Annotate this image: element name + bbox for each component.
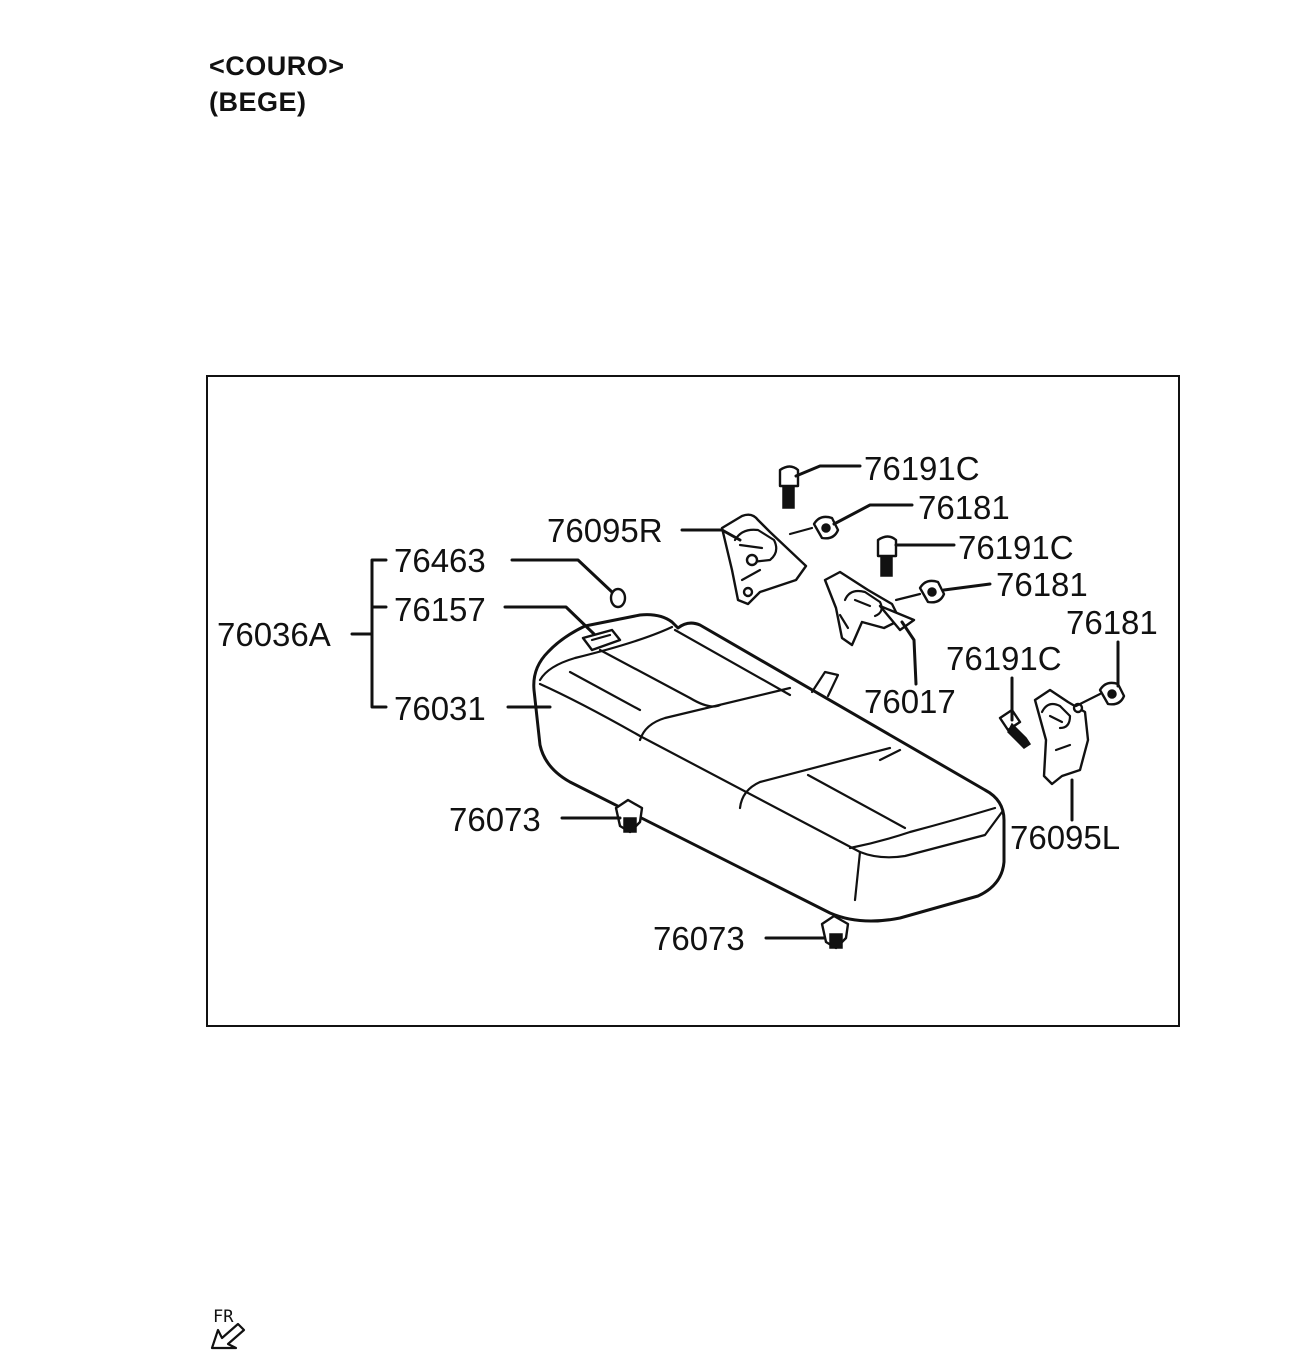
clip-76073-b-icon [820,914,850,950]
part-label-76191C-c: 76191C [946,640,1062,677]
pin-76463-icon [609,587,627,609]
part-label-76031: 76031 [394,690,486,727]
part-label-76095L: 76095L [1010,819,1120,856]
part-label-76181-a: 76181 [918,489,1010,526]
part-label-76181-b: 76181 [996,566,1088,603]
part-label-76017: 76017 [864,683,956,720]
bracket-76095L-icon [1033,688,1090,786]
part-label-76191C-b: 76191C [958,529,1074,566]
bracket-76095R-icon [720,513,808,606]
color-heading: (BEGE) [209,87,307,117]
bolt-76191C-a-icon [778,465,800,509]
clip-76073-a-icon [614,798,644,834]
diagram-frame [206,375,1180,1027]
bolt-76191C-b-icon [876,535,898,577]
part-label-76463: 76463 [394,542,486,579]
nut-76181-a-icon [812,515,840,540]
nut-76181-c-icon [1098,681,1126,706]
bracket-76017-icon [823,570,916,647]
nut-76181-b-icon [918,579,946,604]
front-direction-arrow-icon [210,1322,246,1350]
part-label-76191C-a: 76191C [864,450,980,487]
leader-lines [350,464,1120,940]
part-label-76181-c: 76181 [1066,604,1158,641]
seat-cushion-illustration [532,613,1006,923]
part-label-76036A: 76036A [217,616,331,653]
front-direction-label: FR [213,1307,234,1327]
bolt-76191C-c-icon [998,708,1032,749]
part-label-76095R: 76095R [547,512,663,549]
part-label-76073-b: 76073 [653,920,745,957]
part-label-76073-a: 76073 [449,801,541,838]
part-label-76157: 76157 [394,591,486,628]
material-heading: <COURO> [209,51,345,81]
